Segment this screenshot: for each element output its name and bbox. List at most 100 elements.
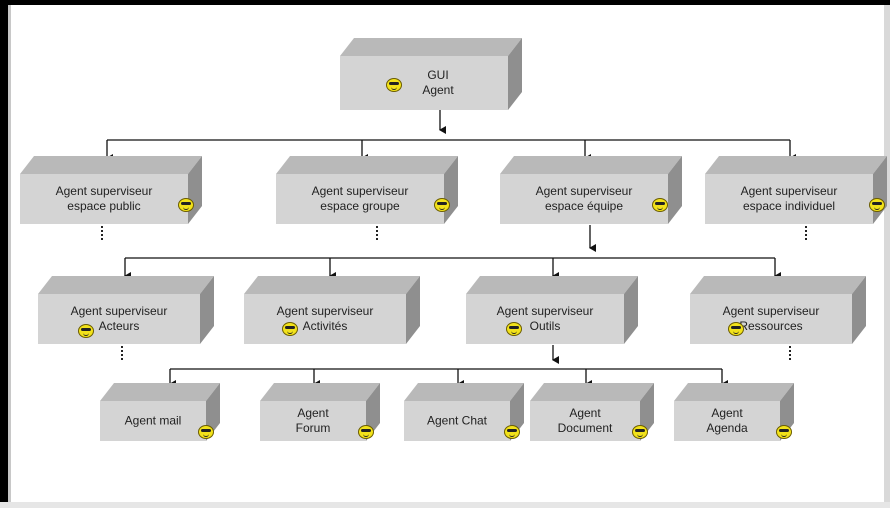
supervisor-ressources-line1: Agent superviseur (722, 304, 820, 318)
supervisor-activites-line2: Activités (302, 319, 348, 333)
agent-forum-line2: Forum (295, 421, 331, 435)
box-side-face (668, 156, 682, 224)
smiley-sunglasses-icon (504, 425, 520, 439)
box-side-face (852, 276, 866, 344)
agent-chat-line1: Agent Chat (426, 413, 488, 428)
more-items-dots (101, 226, 103, 240)
agent-mail-line1: Agent mail (124, 413, 182, 428)
agent-document-line1: Agent (569, 406, 601, 420)
supervisor-ressources-box: Agent superviseur Ressources (690, 276, 866, 344)
box-top-face (530, 383, 654, 401)
agent-document-box: Agent Document (530, 383, 654, 441)
supervisor-outils-line1: Agent superviseur (496, 304, 594, 318)
supervisor-activites-box: Agent superviseur Activités (244, 276, 420, 344)
more-items-dots (805, 226, 807, 240)
box-top-face (260, 383, 380, 401)
box-front-face: Agent superviseur Outils (466, 294, 624, 344)
box-label: Agent superviseur Outils (466, 304, 624, 334)
agent-agenda-box: Agent Agenda (674, 383, 794, 441)
window-right-border (884, 5, 890, 508)
box-top-face (466, 276, 638, 294)
box-label: Agent superviseur espace public (20, 184, 188, 214)
box-top-face (20, 156, 202, 174)
smiley-sunglasses-icon (358, 425, 374, 439)
box-front-face: GUI Agent (340, 56, 508, 110)
box-top-face (404, 383, 524, 401)
agent-forum-line1: Agent (297, 406, 329, 420)
box-label: Agent superviseur espace groupe (276, 184, 444, 214)
box-label: Agent superviseur Acteurs (38, 304, 200, 334)
box-front-face: Agent superviseur espace groupe (276, 174, 444, 224)
smiley-sunglasses-icon (78, 324, 94, 338)
supervisor-groupe-line1: Agent superviseur (311, 184, 409, 198)
box-top-face (100, 383, 220, 401)
agent-document-line2: Document (557, 421, 613, 435)
agent-chat-box: Agent Chat (404, 383, 524, 441)
box-side-face (200, 276, 214, 344)
agent-agenda-line1: Agent (711, 406, 743, 420)
supervisor-groupe-box: Agent superviseur espace groupe (276, 156, 458, 224)
box-top-face (705, 156, 887, 174)
box-top-face (690, 276, 866, 294)
more-items-dots (376, 226, 378, 240)
box-label: Agent Chat (404, 414, 510, 429)
supervisor-acteurs-box: Agent superviseur Acteurs (38, 276, 214, 344)
box-top-face (244, 276, 420, 294)
supervisor-individuel-box: Agent superviseur espace individuel (705, 156, 887, 224)
smiley-sunglasses-icon (652, 198, 668, 212)
box-front-face: Agent superviseur Acteurs (38, 294, 200, 344)
agent-agenda-line2: Agenda (706, 421, 748, 435)
supervisor-activites-line1: Agent superviseur (276, 304, 374, 318)
box-top-face (340, 38, 522, 56)
smiley-sunglasses-icon (178, 198, 194, 212)
box-front-face: Agent Forum (260, 401, 366, 441)
gui-agent-line2: Agent (422, 83, 454, 97)
smiley-sunglasses-icon (198, 425, 214, 439)
box-front-face: Agent superviseur Activités (244, 294, 406, 344)
smiley-sunglasses-icon (434, 198, 450, 212)
supervisor-equipe-line2: espace équipe (544, 199, 624, 213)
supervisor-equipe-box: Agent superviseur espace équipe (500, 156, 682, 224)
gui-agent-box: GUI Agent (340, 38, 522, 110)
gui-agent-line1: GUI (427, 68, 449, 82)
supervisor-outils-line2: Outils (529, 319, 561, 333)
supervisor-groupe-line2: espace groupe (320, 199, 400, 213)
box-label: GUI Agent (340, 68, 508, 98)
window-bottom-border (0, 502, 890, 508)
box-front-face: Agent superviseur espace individuel (705, 174, 873, 224)
supervisor-outils-box: Agent superviseur Outils (466, 276, 638, 344)
box-label: Agent Document (530, 406, 640, 436)
agent-forum-box: Agent Forum (260, 383, 380, 441)
box-front-face: Agent superviseur Ressources (690, 294, 852, 344)
box-top-face (500, 156, 682, 174)
more-items-dots (121, 346, 123, 360)
more-items-dots (789, 346, 791, 360)
supervisor-acteurs-line2: Acteurs (98, 319, 140, 333)
window-left-border (0, 0, 8, 508)
box-label: Agent superviseur Activités (244, 304, 406, 334)
box-label: Agent superviseur Ressources (690, 304, 852, 334)
smiley-sunglasses-icon (386, 78, 402, 92)
supervisor-individuel-line1: Agent superviseur (740, 184, 838, 198)
box-label: Agent Agenda (674, 406, 780, 436)
smiley-sunglasses-icon (869, 198, 885, 212)
smiley-sunglasses-icon (776, 425, 792, 439)
agent-mail-box: Agent mail (100, 383, 220, 441)
box-side-face (624, 276, 638, 344)
supervisor-public-box: Agent superviseur espace public (20, 156, 202, 224)
box-top-face (38, 276, 214, 294)
supervisor-individuel-line2: espace individuel (742, 199, 836, 213)
box-side-face (508, 38, 522, 110)
box-front-face: Agent superviseur espace équipe (500, 174, 668, 224)
box-label: Agent mail (100, 414, 206, 429)
supervisor-ressources-line2: Ressources (739, 319, 803, 333)
smiley-sunglasses-icon (506, 322, 522, 336)
box-front-face: Agent Document (530, 401, 640, 441)
box-front-face: Agent superviseur espace public (20, 174, 188, 224)
window-top-border (0, 0, 890, 5)
box-top-face (276, 156, 458, 174)
box-label: Agent superviseur espace individuel (705, 184, 873, 214)
box-top-face (674, 383, 794, 401)
box-front-face: Agent Agenda (674, 401, 780, 441)
